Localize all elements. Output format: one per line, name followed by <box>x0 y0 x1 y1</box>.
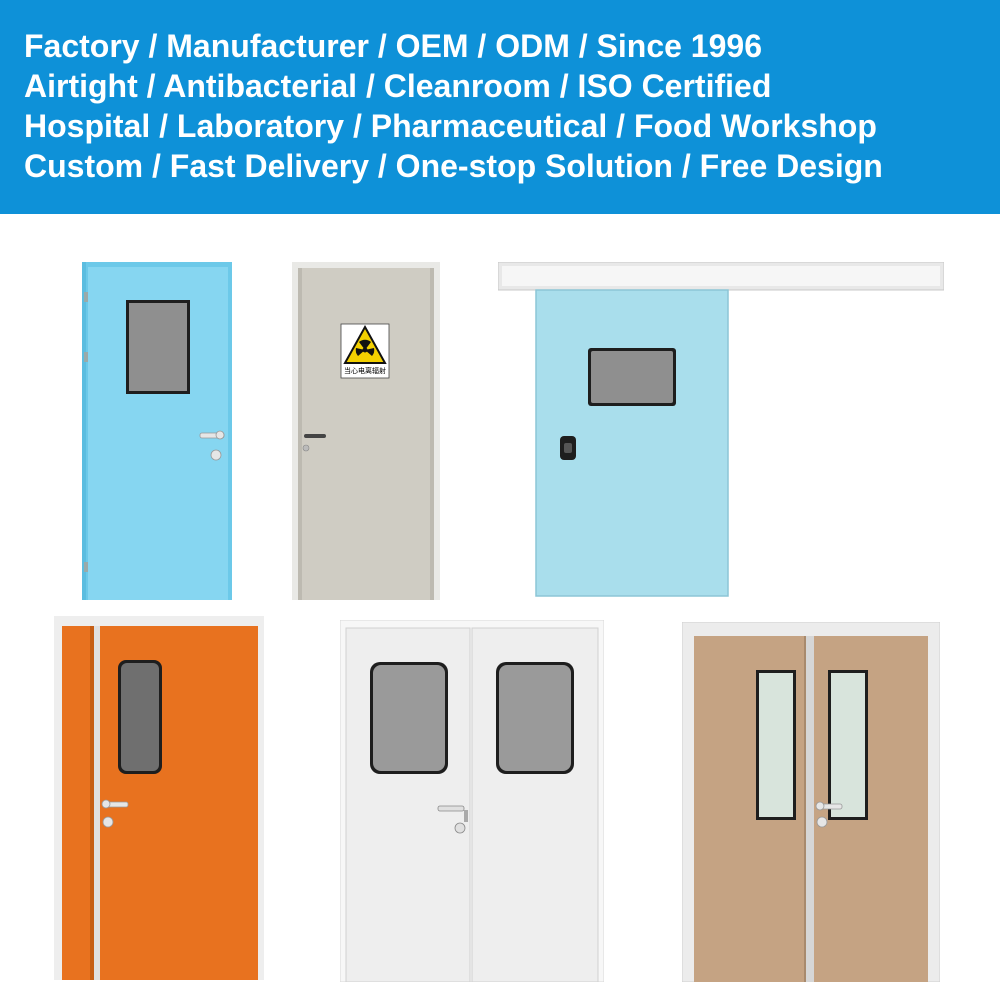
banner-line-3: Hospital / Laboratory / Pharmaceutical /… <box>24 108 877 144</box>
banner-line-4: Custom / Fast Delivery / One-stop Soluti… <box>24 148 883 184</box>
banner: Factory / Manufacturer / OEM / ODM / Sin… <box>0 0 1000 214</box>
radiation-shielding-door-grey <box>292 262 440 600</box>
banner-line-2: Airtight / Antibacterial / Cleanroom / I… <box>24 68 772 104</box>
banner-line-1: Factory / Manufacturer / OEM / ODM / Sin… <box>24 28 762 64</box>
double-swing-door-white <box>340 620 604 982</box>
radiation-warning-label: 当心电离辐射 <box>344 367 386 375</box>
radiation-warning-icon <box>340 323 390 379</box>
sliding-door-light-blue <box>498 262 944 598</box>
single-swing-door-light-blue <box>82 262 232 600</box>
unequal-double-door-orange <box>54 616 264 980</box>
double-swing-door-brown <box>682 622 940 982</box>
